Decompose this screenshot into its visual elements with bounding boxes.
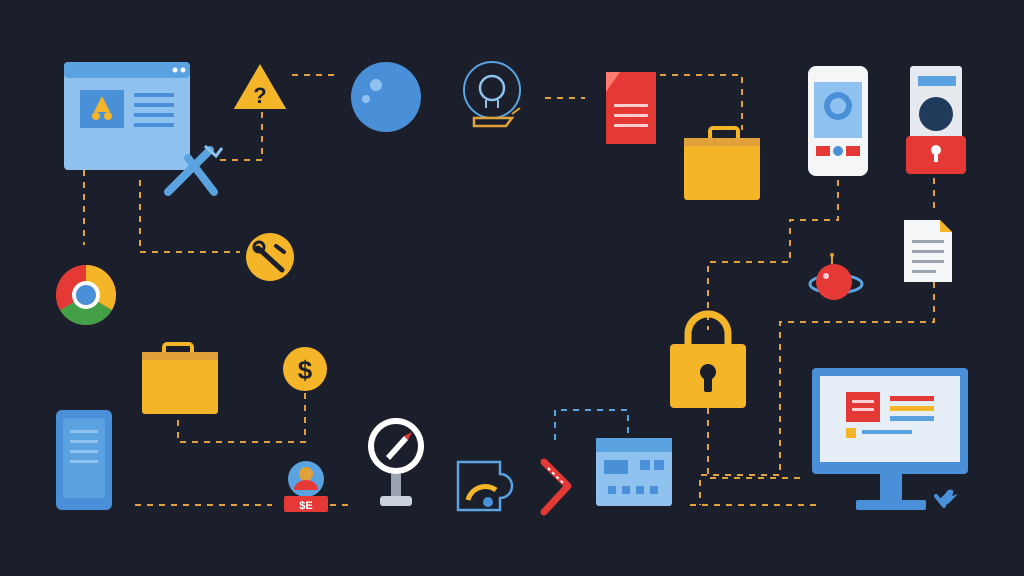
warning-glyph: ? <box>253 83 266 108</box>
warning-icon: ? <box>231 61 289 111</box>
chevron-icon <box>540 458 572 516</box>
lightbulb-icon <box>463 61 521 128</box>
calendar-icon <box>596 438 672 506</box>
connector-lines <box>83 74 935 506</box>
connector-file-monitor <box>699 282 935 505</box>
connector-blue-calendar <box>554 409 629 440</box>
badge-glyph: $E <box>299 500 312 512</box>
satellite-icon <box>808 253 864 300</box>
dollar-glyph: $ <box>298 355 313 385</box>
bird-icon <box>934 489 958 508</box>
connector-browser-wrench <box>139 180 240 253</box>
briefcase-icon-secondary <box>142 342 218 414</box>
padlock-device-icon <box>906 66 966 174</box>
rocket-search-icon <box>368 418 424 506</box>
connector-briefcase-dollar <box>177 392 306 443</box>
red-document-icon <box>606 72 656 144</box>
text-file-icon <box>904 220 952 282</box>
mobile-phone-icon <box>56 410 112 510</box>
smartphone-icon <box>808 66 868 176</box>
chrome-logo-icon <box>55 265 117 326</box>
connector-doc-briefcase <box>660 74 743 130</box>
connector-phone-lock <box>707 180 839 330</box>
dollar-coin-icon: $ <box>283 347 327 391</box>
briefcase-icon <box>684 126 760 200</box>
connector-warning-tools <box>218 112 263 161</box>
desktop-monitor-icon <box>812 368 968 510</box>
user-badge-icon: $E <box>284 461 328 512</box>
tools-icon <box>164 141 224 196</box>
gauge-icon <box>456 460 514 512</box>
blue-orb-icon <box>351 62 421 132</box>
padlock-icon <box>670 310 746 408</box>
connector-lock-monitor <box>707 408 800 479</box>
wrench-icon <box>246 233 294 281</box>
browser-window-icon <box>64 62 190 170</box>
